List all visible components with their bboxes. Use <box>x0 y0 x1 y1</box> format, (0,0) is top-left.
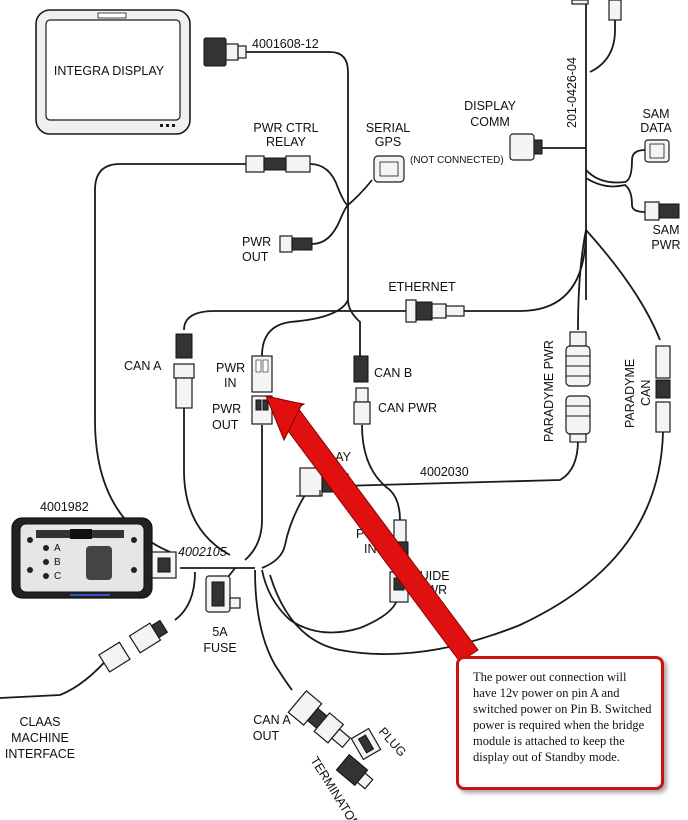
integra-display: INTEGRA DISPLAY <box>35 9 191 135</box>
pwr-out-label-2: OUT <box>212 418 239 432</box>
callout-text: The power out connection will have 12v p… <box>473 670 652 764</box>
sam-pwr-label-2: PWR <box>651 238 680 252</box>
connector-4002105 <box>151 551 177 579</box>
pwr-out-top-label-2: OUT <box>242 250 269 264</box>
pwr-out-connector <box>251 395 273 425</box>
can-a-out-label-2: OUT <box>253 729 280 743</box>
can-b-label: CAN B <box>374 366 412 380</box>
paradyme-can-connector <box>655 345 671 433</box>
pwr-out-label-1: PWR <box>212 402 241 416</box>
sam-data-connector <box>644 139 670 163</box>
ethernet-connector <box>405 299 465 323</box>
part-4002030-label: 4002030 <box>420 465 469 479</box>
claas-label-3: INTERFACE <box>5 747 75 761</box>
can-pwr-label: CAN PWR <box>378 401 437 415</box>
pwr-ctrl-relay-connector <box>245 155 311 173</box>
fuse-label-2: FUSE <box>203 641 236 655</box>
module-4001982 <box>11 517 153 599</box>
integra-display-label: INTEGRA DISPLAY <box>54 64 165 78</box>
module-pin-c-label: C <box>54 571 61 582</box>
serial-gps-label-2: GPS <box>375 135 401 149</box>
module-pin-b-label: B <box>54 557 61 568</box>
claas-connector <box>98 619 169 673</box>
plug-label: PLUG <box>376 725 409 760</box>
can-b-connector <box>353 355 369 383</box>
pwr-out-top-connector <box>279 235 313 253</box>
part-4001608-label: 4001608-12 <box>252 37 319 51</box>
sam-data-label-2: DATA <box>640 121 672 135</box>
plug-connector <box>350 727 382 761</box>
callout-box: The power out connection will have 12v p… <box>456 656 664 790</box>
pwr-out-top-label-1: PWR <box>242 235 271 249</box>
display-comm-label-2: COMM <box>470 115 510 129</box>
part-4002105-label: 4002105 <box>178 545 227 559</box>
can-a-connector <box>173 333 195 409</box>
sam-pwr-label-1: SAM <box>652 223 679 237</box>
can-a-out-connector <box>287 690 352 749</box>
not-connected-label: (NOT CONNECTED) <box>410 155 504 166</box>
fuse-holder <box>205 575 241 613</box>
pwr-in-label-1: PWR <box>216 361 245 375</box>
display-comm-label-1: DISPLAY <box>464 99 517 113</box>
part-4001982-label: 4001982 <box>40 500 89 514</box>
sam-pwr-connector <box>644 201 680 221</box>
claas-label-2: MACHINE <box>11 731 69 745</box>
pwr-ctrl-relay-label-2: RELAY <box>266 135 307 149</box>
paradyme-can-label-1: PARADYME <box>623 359 637 428</box>
paradyme-pwr-label: PARADYME PWR <box>542 340 556 442</box>
claas-label-1: CLAAS <box>20 715 61 729</box>
pwr-ctrl-relay-label-1: PWR CTRL <box>253 121 318 135</box>
part-201-label: 201-0426-04 <box>565 57 579 128</box>
top-right-connectors <box>571 0 622 21</box>
terminator-connector <box>335 753 374 790</box>
ethernet-label: ETHERNET <box>388 280 456 294</box>
paradyme-pwr-connector <box>565 331 591 443</box>
can-a-out-label-1: CAN A <box>253 713 291 727</box>
display-connector <box>203 37 247 67</box>
fuse-label-1: 5A <box>212 625 228 639</box>
module-pin-a-label: A <box>54 543 61 554</box>
serial-gps-connector <box>373 155 405 183</box>
pwr-in-label-2: IN <box>224 376 237 390</box>
can-pwr-connector <box>353 387 371 425</box>
sam-data-label-1: SAM <box>642 107 669 121</box>
pwr-in-connector <box>251 355 273 393</box>
display-comm-connector <box>509 133 543 161</box>
serial-gps-label-1: SERIAL <box>366 121 411 135</box>
can-a-label: CAN A <box>124 359 162 373</box>
paradyme-can-label-2: CAN <box>639 380 653 406</box>
